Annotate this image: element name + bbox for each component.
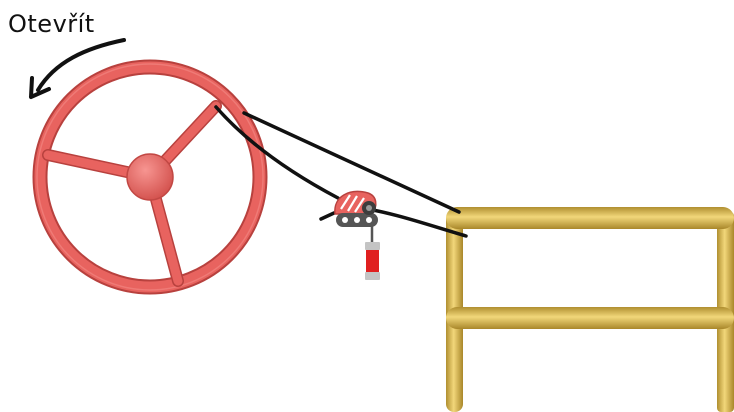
steering-wheel-icon [32,59,268,295]
railing-frame-icon [446,207,734,412]
open-direction-label: Otevřít [8,10,95,38]
hanging-weight-icon [365,222,380,280]
pulley-block-icon [334,190,378,227]
curved-arrow-counterclockwise-icon [29,38,126,99]
